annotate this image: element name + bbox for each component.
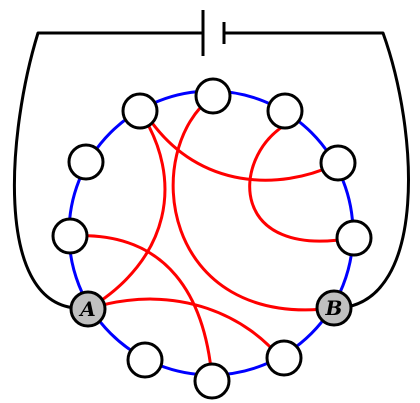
ring-nodes xyxy=(51,77,373,400)
terminal-b: B xyxy=(315,289,353,327)
ring-node-left-upper xyxy=(67,143,105,181)
blue-ring xyxy=(67,89,355,377)
terminal-a-circle xyxy=(69,290,107,328)
terminals: A B xyxy=(69,289,353,328)
ring-node-bottom xyxy=(193,362,231,400)
outer-wires xyxy=(13,31,410,310)
terminal-a: A xyxy=(69,290,107,328)
chord-top-to-b xyxy=(171,94,335,312)
ring-node-right-upper xyxy=(319,144,357,182)
chord-left-to-bottom xyxy=(69,234,214,379)
ring-node-right-lower xyxy=(335,219,373,257)
battery-icon xyxy=(201,10,226,56)
chord-a-to-lower-right xyxy=(87,297,282,359)
terminal-b-circle xyxy=(315,289,353,327)
ring-node-bottom-right xyxy=(265,339,303,377)
chord-upper-left-to-right xyxy=(148,119,335,182)
ring-node-bottom-left xyxy=(126,341,164,379)
left-wire xyxy=(13,31,202,310)
terminal-b-label: B xyxy=(325,296,343,320)
ring-node-upper-right xyxy=(266,92,304,130)
ring-node-upper-left xyxy=(121,92,159,130)
terminal-a-label: A xyxy=(78,297,96,321)
chord-upper-right-loop xyxy=(248,123,353,243)
ring-node-left-lower xyxy=(51,217,89,255)
ring-node-top xyxy=(194,77,232,115)
red-connections xyxy=(69,94,353,379)
right-wire xyxy=(225,31,410,310)
chord-upper-left-to-a xyxy=(87,110,167,311)
